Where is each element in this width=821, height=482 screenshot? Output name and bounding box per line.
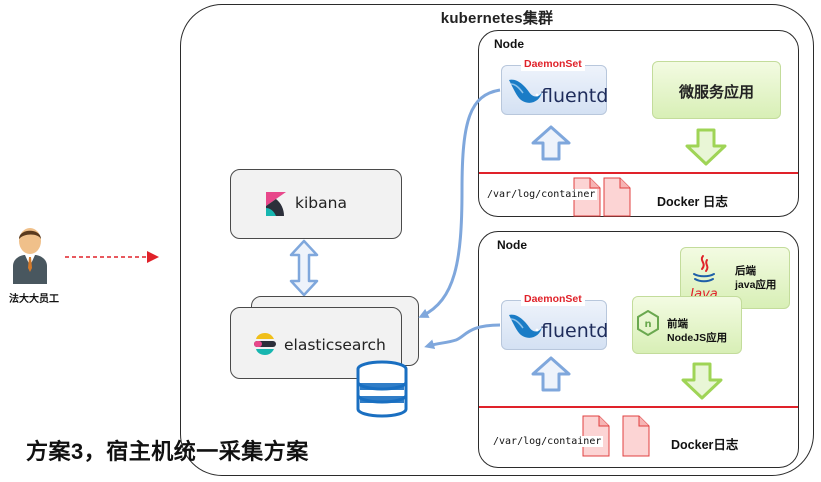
java-app-subtitle: java应用	[735, 279, 777, 291]
node-1-log-divider	[479, 172, 798, 174]
kibana-logo-icon	[266, 192, 286, 216]
nodejs-app-box	[632, 296, 742, 354]
down-arrow-icon	[681, 362, 723, 400]
kibana-label: kibana	[295, 194, 347, 212]
node-2-daemonset-tag: DaemonSet	[521, 293, 585, 306]
elasticsearch-label: elasticsearch	[284, 336, 386, 354]
node-1-docker-log: Docker 日志	[657, 195, 728, 209]
node-1-daemonset-tag: DaemonSet	[521, 58, 585, 71]
kubernetes-cluster	[180, 4, 814, 476]
fluentd-fish-icon	[509, 79, 542, 103]
nodejs-app-subtitle: NodeJS应用	[667, 332, 728, 344]
node-1	[478, 30, 799, 217]
node-2-log-divider	[479, 406, 798, 408]
node-1-label: Node	[494, 37, 524, 51]
kibana-box	[230, 169, 402, 239]
bidirectional-arrow-icon	[289, 239, 319, 297]
down-arrow-icon	[685, 128, 727, 166]
node-2-docker-log: Docker日志	[671, 438, 739, 452]
microservice-app-box	[652, 61, 781, 119]
java-app-title: 后端	[735, 265, 756, 277]
user-label: 法大大员工	[9, 294, 59, 305]
cluster-title: kubernetes集群	[440, 10, 554, 27]
fluentd-fish-icon	[509, 314, 542, 338]
elasticsearch-logo-icon	[254, 333, 276, 355]
node-1-to-es-flow	[418, 88, 501, 318]
node-2-to-es-flow	[424, 323, 501, 350]
svg-text:n: n	[644, 319, 651, 330]
node-2-log-path: /var/log/container	[491, 436, 604, 447]
node-1-fluentd-text: fluentd	[541, 85, 609, 107]
microservice-app-label: 微服务应用	[678, 84, 754, 101]
up-arrow-icon	[531, 356, 571, 392]
database-icon	[356, 360, 408, 418]
node-2	[478, 231, 799, 468]
nodejs-logo-icon: n	[637, 310, 659, 336]
nodejs-app-title: 前端	[667, 318, 688, 330]
user-avatar-icon	[13, 228, 47, 284]
node-1-log-path: /var/log/container	[485, 189, 598, 200]
node-2-label: Node	[497, 238, 527, 252]
node-2-fluentd-text: fluentd	[541, 320, 609, 342]
up-arrow-icon	[531, 125, 571, 161]
diagram-title: 方案3，宿主机统一采集方案	[26, 439, 309, 464]
